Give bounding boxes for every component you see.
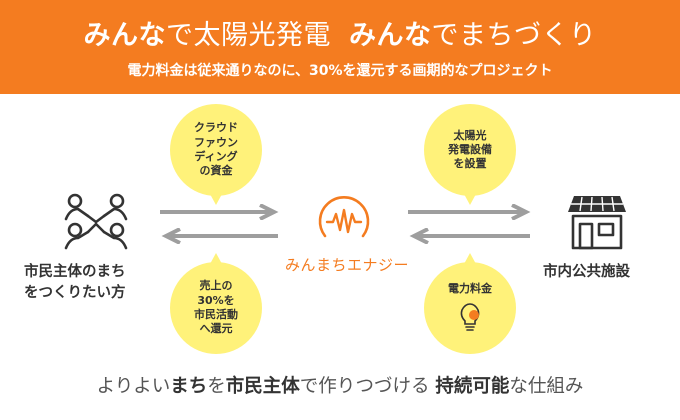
- header-banner: みんなで太陽光発電みんなでまちづくり 電力料金は従来通りなのに、30%を還元する…: [0, 0, 680, 94]
- bubble-fee: 電力料金: [424, 253, 516, 354]
- bubble-funding-line: の資金: [199, 164, 233, 178]
- bubble-funding-line: クラウド: [194, 121, 238, 135]
- footer-tagline: よりよいまちを市民主体で作りつづける 持続可能な仕組み: [0, 372, 680, 398]
- citizens-label-line: 市民主体のまち: [24, 264, 126, 280]
- bubble-funding-line: ディング: [194, 150, 238, 163]
- footer-part: を: [207, 376, 226, 397]
- headline-b-bold: みんな: [349, 20, 432, 51]
- headline: みんなで太陽光発電みんなでまちづくり: [0, 13, 680, 52]
- arrow-funding-right: [160, 204, 279, 220]
- people-group-icon: [64, 193, 128, 250]
- arrow-return-left: [161, 228, 278, 244]
- scheme-diagram: 市民主体のまち をつくりたい方 クラウド ファウン ディング の資金 売上の 3…: [0, 94, 680, 368]
- headline-a-rest: で太陽光発電: [166, 20, 331, 51]
- bubble-install-line: を設置: [453, 157, 487, 171]
- facility-label: 市内公共施設: [543, 264, 630, 280]
- bubble-return: 売上の 30%を 市民活動 へ還元: [170, 253, 262, 354]
- footer-part: で作りつづける: [299, 376, 436, 397]
- subline: 電力料金は従来通りなのに、30%を還元する画期的なプロジェクト: [127, 63, 553, 79]
- headline-b-rest: でまちづくり: [431, 20, 597, 51]
- citizens-label-line: をつくりたい方: [24, 285, 126, 302]
- arrow-fee-left: [409, 228, 530, 244]
- citizens-label: 市民主体のまち をつくりたい方: [24, 262, 126, 304]
- bubble-install: 太陽光 発電設備 を設置: [424, 104, 516, 205]
- arrow-install-right: [408, 204, 531, 220]
- bubble-return-line: 30%を: [197, 293, 235, 307]
- bubble-funding-line: ファウン: [194, 135, 238, 149]
- footer-part-bold: まち: [170, 376, 208, 397]
- footer-part: よりよい: [96, 376, 171, 397]
- company-name: みんまちエナジー: [284, 256, 409, 274]
- footer-part: な仕組み: [509, 376, 584, 397]
- footer-part-bold: 市民主体: [225, 376, 300, 397]
- headline-a-bold: みんな: [83, 20, 166, 51]
- bubble-install-line: 太陽光: [453, 128, 487, 142]
- bubble-return-line: へ還元: [199, 322, 233, 336]
- bubble-return-line: 売上の: [199, 279, 233, 293]
- bubble-funding: クラウド ファウン ディング の資金: [170, 104, 262, 205]
- lightbulb-icon: [460, 303, 480, 332]
- bubble-install-line: 発電設備: [448, 142, 492, 156]
- footer-part-bold: 持続可能: [435, 376, 510, 397]
- bubble-fee-line: 電力料金: [448, 282, 492, 295]
- sun-wave-icon: [318, 196, 370, 238]
- bubble-return-line: 市民活動: [194, 308, 238, 321]
- solar-house-icon: [568, 196, 626, 250]
